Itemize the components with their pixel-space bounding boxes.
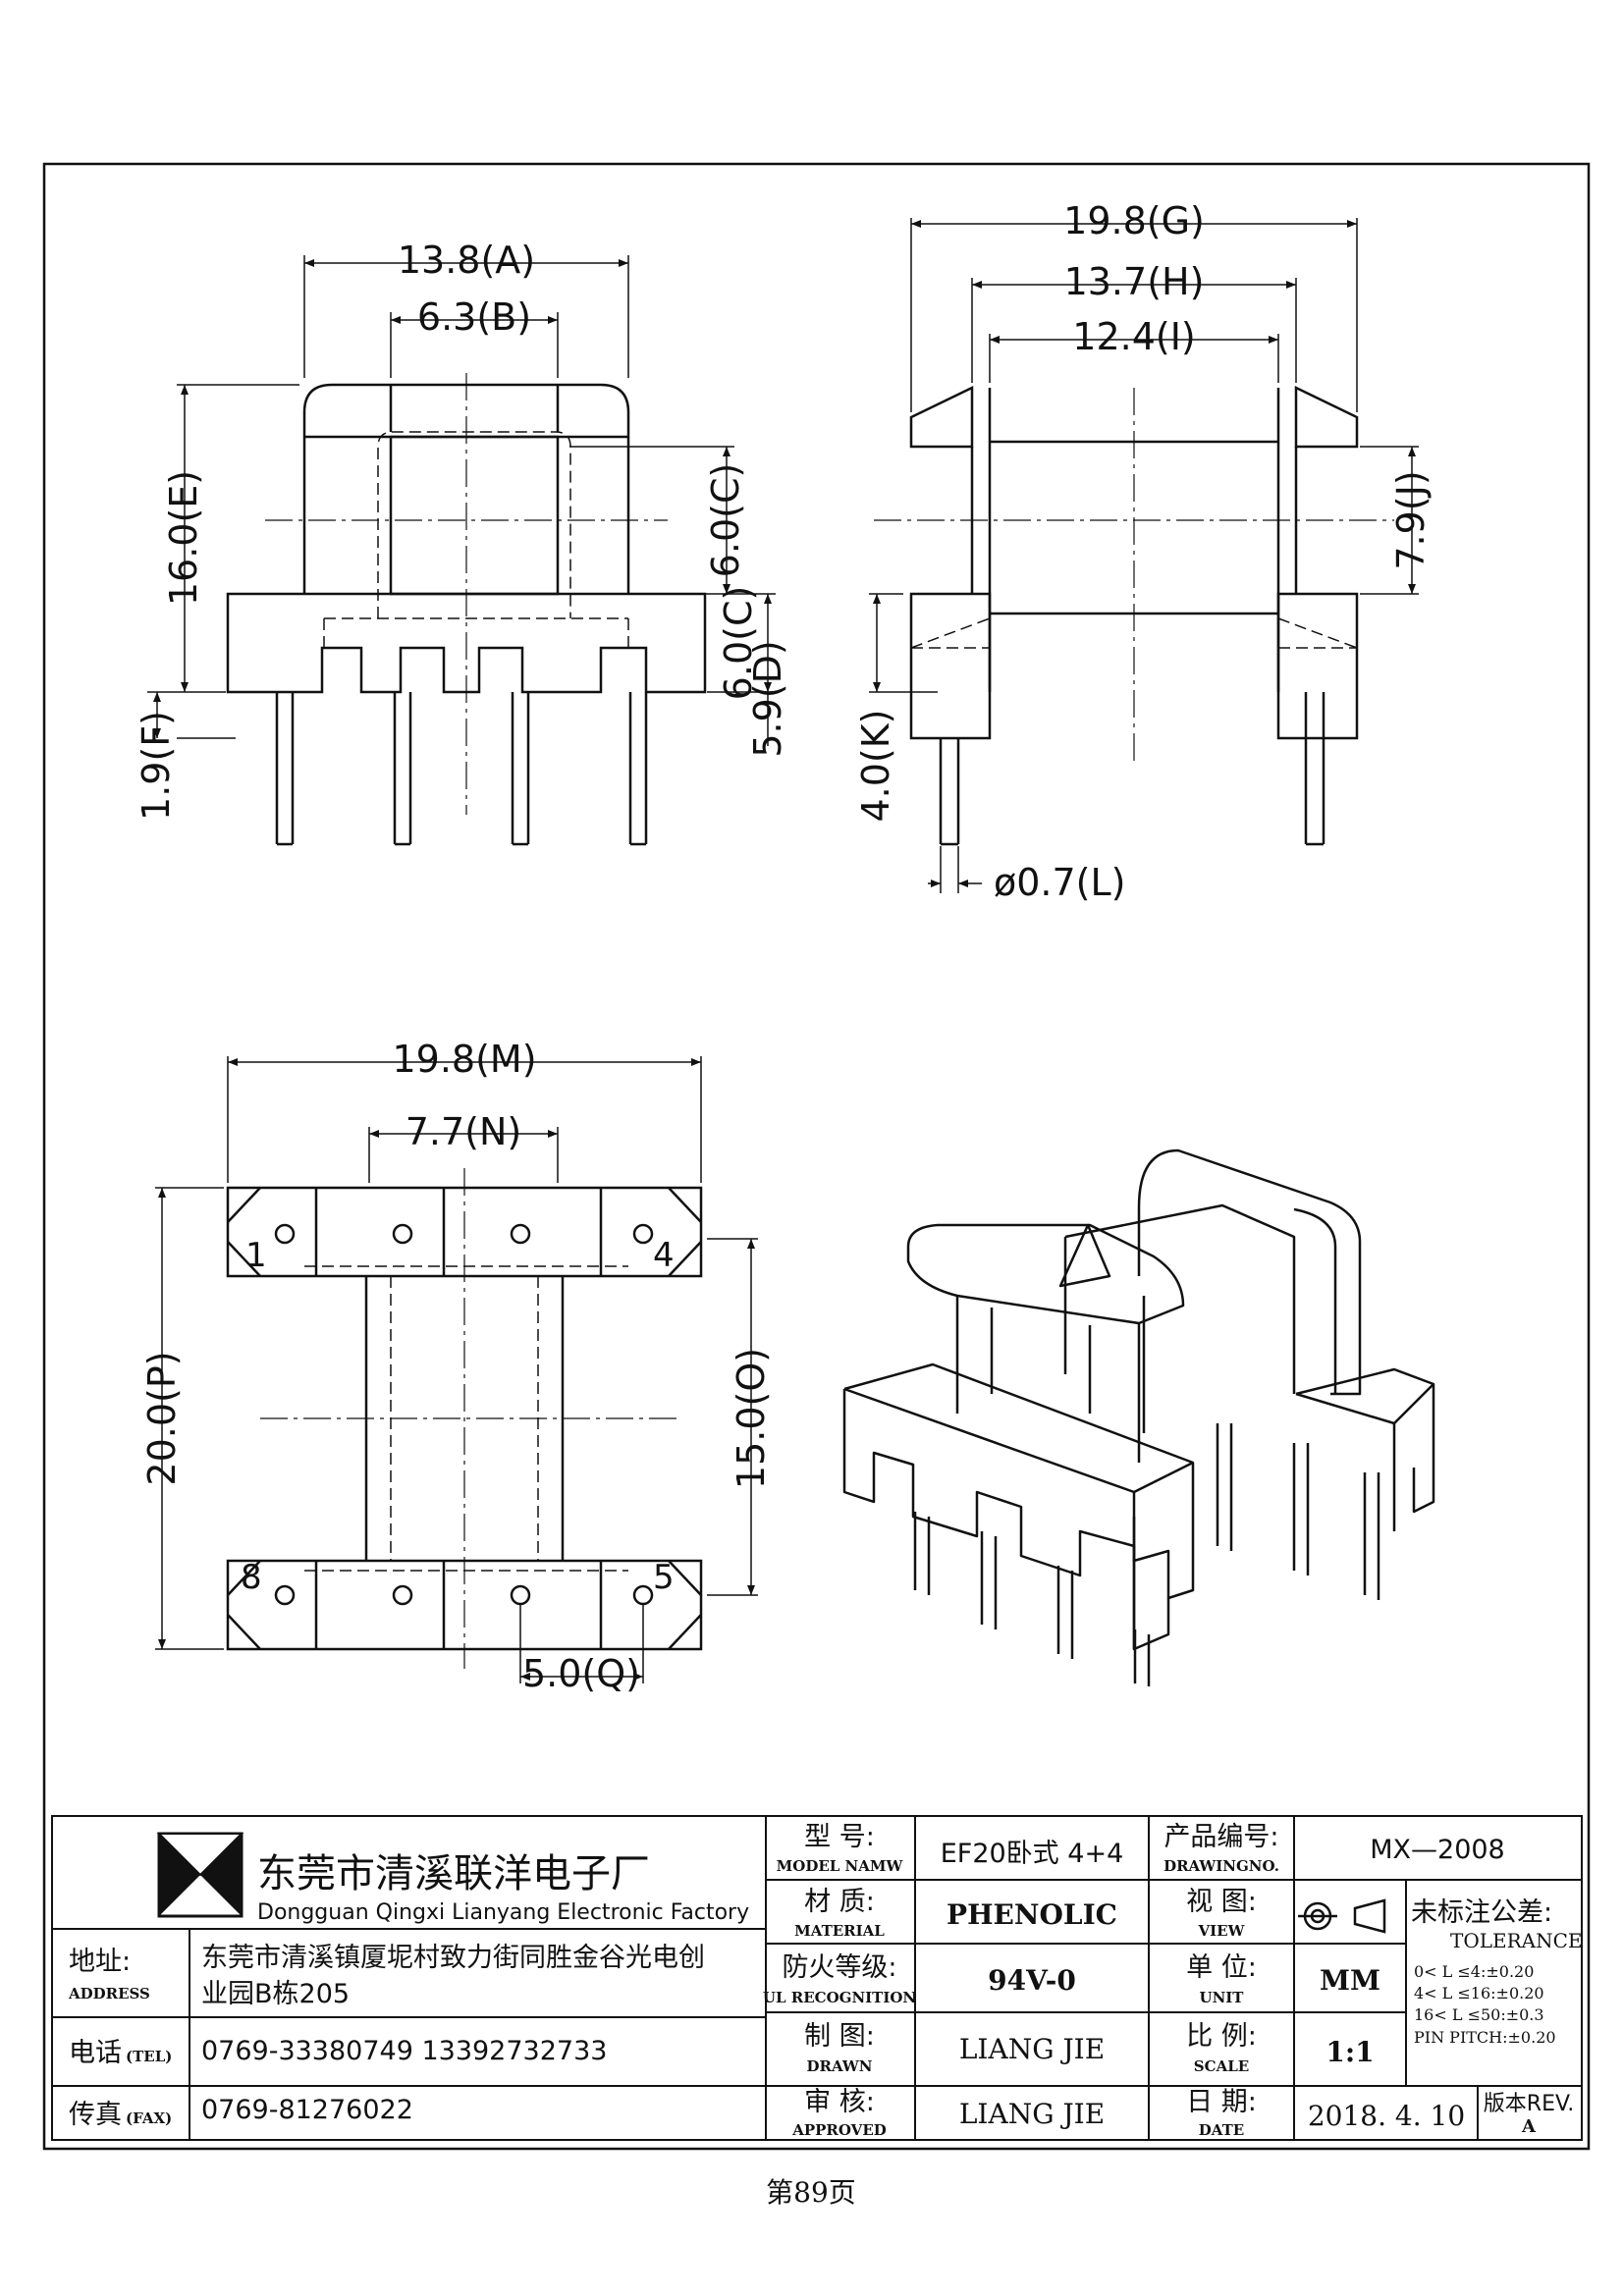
side-view-dimensions	[869, 218, 1419, 893]
dim-o-label: 15.0(O)	[730, 1348, 773, 1489]
address-label-cn: 地址:	[69, 1947, 131, 1977]
scale-label-cn: 比 例:	[1186, 2021, 1257, 2052]
approved-label-cn: 审 核:	[804, 2087, 875, 2117]
dim-m-label: 19.8(M)	[392, 1038, 536, 1081]
outer-frame	[42, 162, 1591, 2151]
dim-k-label: 4.0(K)	[854, 709, 897, 822]
ul-value: 94V-0	[988, 1964, 1076, 1997]
tolerance-line-2: 4< L ≤16:±0.20	[1414, 1984, 1544, 2002]
date-label-en: DATE	[1199, 2121, 1244, 2139]
model-label-cn: 型 号:	[804, 1822, 875, 1852]
dim-p-label: 20.0(P)	[140, 1351, 184, 1485]
drawingno-label-cn: 产品编号:	[1163, 1822, 1278, 1852]
unit-label-en: UNIT	[1200, 1989, 1245, 2006]
company-name-en: Dongguan Qingxi Lianyang Electronic Fact…	[257, 1900, 749, 1925]
dim-h-label: 13.7(H)	[1064, 260, 1205, 303]
side-view-centerlines	[874, 388, 1394, 766]
model-value: EF20卧式 4+4	[941, 1839, 1124, 1869]
page-number: 第89页	[766, 2176, 856, 2209]
dim-c-small-label: 6.0(C)	[717, 586, 760, 701]
tolerance-title-cn: 未标注公差:	[1411, 1897, 1552, 1928]
fax-value: 0769-81276022	[201, 2095, 413, 2125]
tolerance-line-4: PIN PITCH:±0.20	[1414, 2028, 1556, 2047]
material-label-en: MATERIAL	[794, 1922, 885, 1940]
dim-l-label: ø0.7(L)	[994, 861, 1126, 904]
dim-a-label: 13.8(A)	[398, 239, 535, 282]
dim-c-label: 6.0(C)	[704, 463, 747, 578]
tolerance-title-en: TOLERANCE	[1450, 1929, 1583, 1952]
front-view-hidden-lines	[323, 431, 629, 648]
approved-label-en: APPROVED	[791, 2121, 887, 2139]
unit-label-cn: 单 位:	[1186, 1952, 1257, 1983]
fax-label-cn: 传真	[69, 2100, 122, 2130]
dim-b-label: 6.3(B)	[417, 295, 531, 339]
ul-label-cn: 防火等级:	[782, 1952, 896, 1983]
drawn-label-cn: 制 图:	[804, 2021, 875, 2052]
tolerance-line-3: 16< L ≤50:±0.3	[1414, 2005, 1544, 2024]
side-view-hidden-lines	[910, 617, 1358, 649]
unit-value: MM	[1320, 1964, 1380, 1997]
drawn-label-en: DRAWN	[807, 2057, 873, 2075]
pin-8-label: 8	[241, 1558, 262, 1597]
front-view-centerlines	[265, 373, 668, 815]
top-view-dimensions	[155, 1056, 758, 1683]
top-view-centerlines	[260, 1168, 677, 1669]
projection-symbol-icon	[1298, 1898, 1386, 1934]
drawn-value: LIANG JIE	[959, 2033, 1105, 2065]
company-name-cn: 东莞市清溪联洋电子厂	[257, 1851, 650, 1896]
title-block-frame	[51, 1815, 1583, 2141]
pin-1-label: 1	[245, 1236, 267, 1275]
address-label-en: ADDRESS	[68, 1985, 150, 2002]
date-label-cn: 日 期:	[1186, 2087, 1257, 2117]
ul-label-en: UL RECOGNITION	[763, 1989, 917, 2006]
tolerance-line-1: 0< L ≤4:±0.20	[1414, 1962, 1534, 1981]
revision-label: 版本REV.	[1484, 2092, 1574, 2116]
dim-j-label: 7.9(J)	[1389, 470, 1433, 569]
tel-value: 0769-33380749 13392732733	[201, 2036, 607, 2066]
dim-f-label: 1.9(F)	[135, 711, 178, 821]
front-view	[226, 383, 707, 846]
dim-q-label: 5.0(Q)	[522, 1652, 640, 1695]
tel-label-en: (TEL)	[126, 2048, 172, 2065]
approved-value: LIANG JIE	[959, 2098, 1105, 2130]
dim-i-label: 12.4(I)	[1072, 315, 1195, 358]
isometric-view	[842, 1148, 1435, 1686]
material-label-cn: 材 质:	[804, 1887, 875, 1917]
view-label-en: VIEW	[1198, 1922, 1246, 1940]
drawingno-label-en: DRAWINGNO.	[1163, 1857, 1279, 1875]
title-block-grid	[52, 1816, 1582, 2140]
pin-4-label: 4	[653, 1236, 675, 1275]
tel-label-cn: 电话	[69, 2038, 122, 2068]
date-value: 2018. 4. 10	[1308, 2100, 1465, 2132]
drawingno-value: MX—2008	[1370, 1835, 1505, 1865]
address-line-2: 业园B栋205	[201, 1979, 350, 2009]
view-label-cn: 视 图:	[1186, 1887, 1257, 1917]
material-value: PHENOLIC	[947, 1898, 1117, 1931]
dim-g-label: 19.8(G)	[1063, 199, 1205, 242]
fax-label-en: (FAX)	[126, 2109, 172, 2127]
company-logo	[156, 1832, 244, 1918]
front-view-dimensions	[147, 255, 776, 746]
scale-label-en: SCALE	[1194, 2057, 1249, 2075]
dim-e-label: 16.0(E)	[162, 470, 205, 606]
model-label-en: MODEL NAMW	[777, 1857, 904, 1875]
dim-d-label: 5.9(D)	[746, 640, 789, 757]
scale-value: 1:1	[1325, 2036, 1374, 2068]
address-line-1: 东莞市清溪镇厦坭村致力街同胜金谷光电创	[201, 1943, 705, 1973]
revision-value: A	[1521, 2116, 1537, 2137]
pin-5-label: 5	[653, 1558, 675, 1597]
dim-n-label: 7.7(N)	[406, 1110, 522, 1153]
